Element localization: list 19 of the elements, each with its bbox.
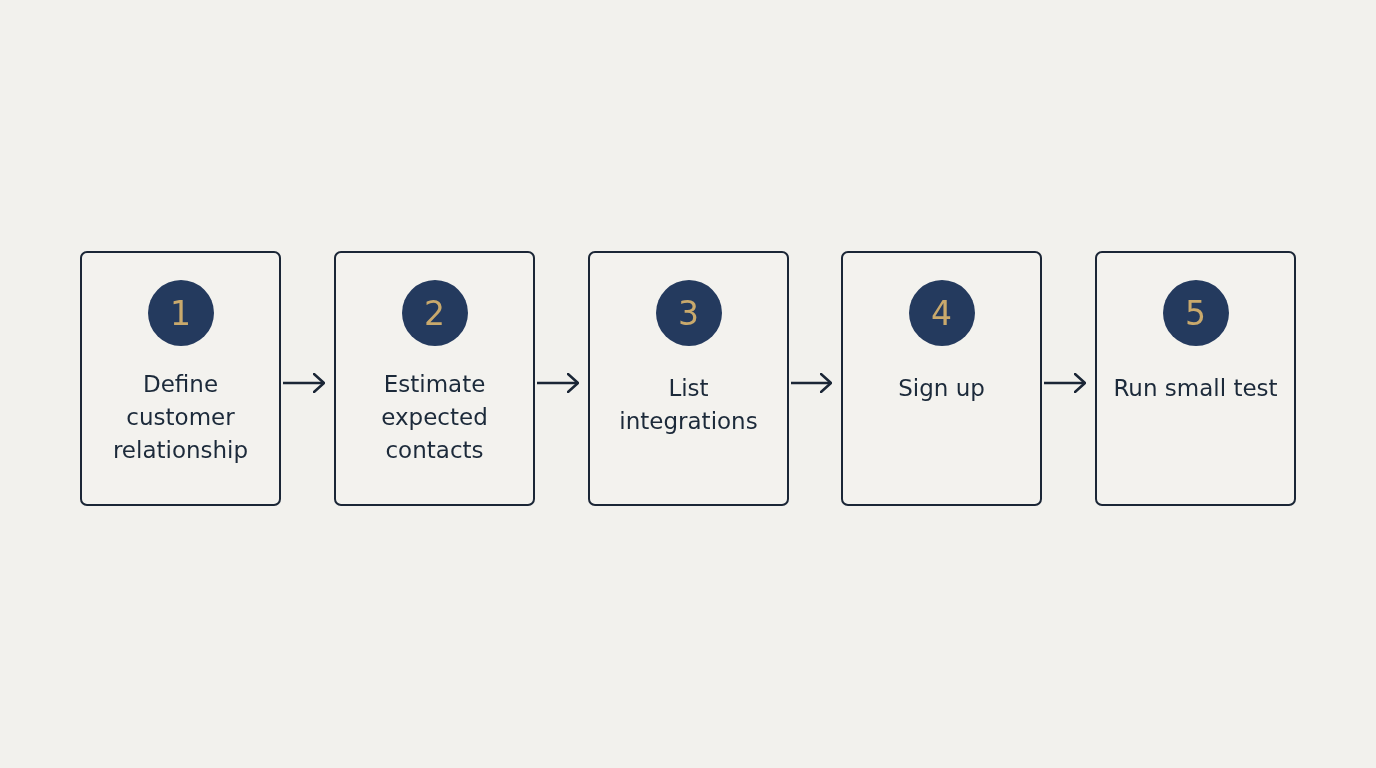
arrow bbox=[791, 372, 833, 394]
step-card bbox=[1095, 251, 1296, 506]
arrow bbox=[537, 372, 580, 394]
arrow bbox=[1044, 372, 1087, 394]
step-card bbox=[80, 251, 281, 506]
step-number: 4 bbox=[908, 280, 975, 346]
arrow bbox=[283, 372, 326, 394]
step-label: Define customer relationship bbox=[111, 370, 250, 465]
step-number: 2 bbox=[401, 280, 468, 346]
step-label: Sign up bbox=[897, 374, 986, 403]
step-label: List integrations bbox=[618, 374, 759, 436]
step-label: Estimate expected contacts bbox=[380, 370, 489, 465]
step-label: Run small test bbox=[1112, 374, 1279, 403]
step-card bbox=[334, 251, 535, 506]
step-card bbox=[588, 251, 789, 506]
step-number: 5 bbox=[1162, 280, 1229, 346]
step-card bbox=[841, 251, 1042, 506]
step-number: 1 bbox=[147, 280, 214, 346]
step-number: 3 bbox=[655, 280, 722, 346]
